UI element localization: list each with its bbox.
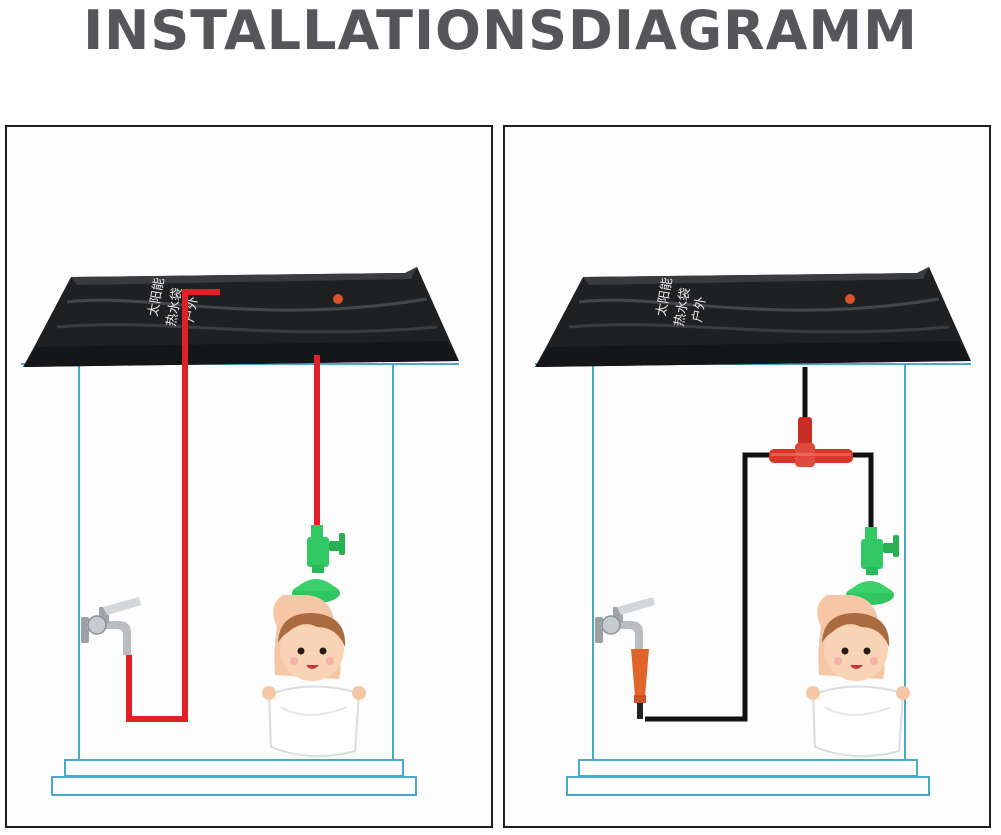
shower-frame xyxy=(21,363,459,796)
svg-text:太阳能: 太阳能 xyxy=(146,277,168,318)
hose-branch-black xyxy=(645,452,775,722)
water-tap-icon xyxy=(595,597,655,649)
page-title: INSTALLATIONSDIAGRAMM xyxy=(83,0,918,62)
diagram-left-svg: 太阳能 热水袋 户外 xyxy=(21,267,459,796)
svg-text:户外: 户外 xyxy=(689,295,709,323)
child-in-towel-icon xyxy=(262,595,366,758)
svg-text:热水袋: 热水袋 xyxy=(164,287,186,328)
hose-inlet-red xyxy=(126,289,220,722)
water-tap-icon xyxy=(81,597,141,655)
child-in-towel-icon xyxy=(806,595,910,758)
svg-text:太阳能: 太阳能 xyxy=(654,277,676,318)
tee-connector-icon xyxy=(769,417,853,467)
shower-frame xyxy=(535,363,971,796)
shower-head-icon xyxy=(846,527,899,605)
diagram-panel-left: 太阳能 热水袋 户外 xyxy=(5,125,493,828)
solar-water-bag-icon: 太阳能 热水袋 户外 xyxy=(23,267,459,367)
hose-shower-black xyxy=(845,452,874,529)
shower-head-icon xyxy=(292,525,345,603)
diagram-right-svg: 太阳能 热水袋 户外 xyxy=(535,267,971,796)
diagram-panel-right: 太阳能 热水袋 户外 xyxy=(503,125,991,828)
tap-adapter-icon xyxy=(631,649,649,719)
svg-text:热水袋: 热水袋 xyxy=(672,287,694,328)
solar-water-bag-icon: 太阳能 热水袋 户外 xyxy=(535,267,971,367)
